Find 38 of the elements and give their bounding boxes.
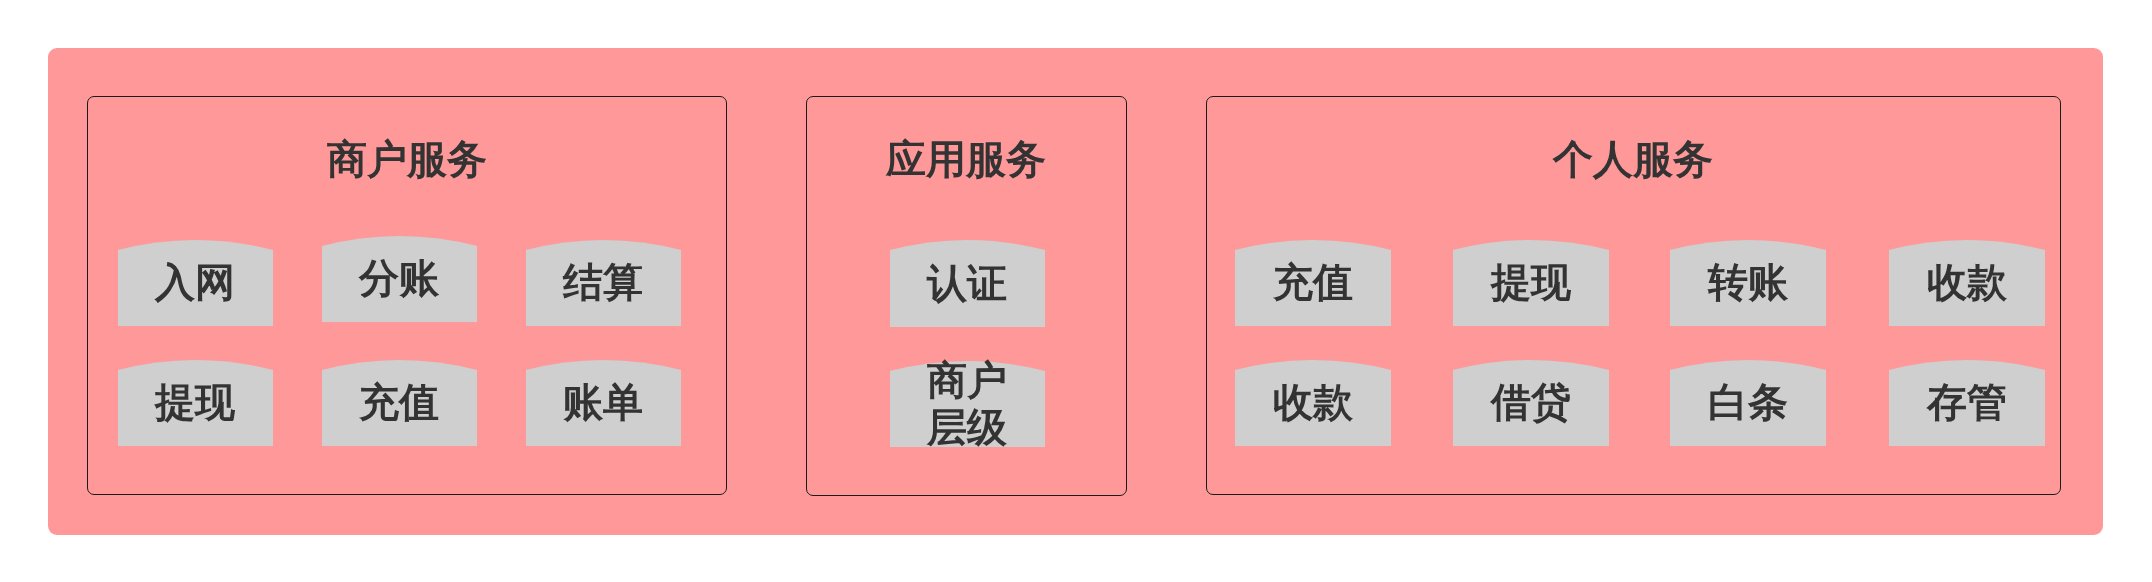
service-tile (889, 360, 1045, 447)
section-box (87, 96, 727, 495)
tile-label: 结算 (563, 259, 643, 306)
service-tile (1234, 239, 1391, 326)
tile-label: 白条 (1707, 379, 1788, 426)
service-tile (117, 239, 273, 326)
service-tile (117, 359, 273, 446)
tile-label: 分账 (359, 255, 439, 302)
tile-label: 商户层级 (926, 356, 1008, 451)
service-tile (1452, 359, 1609, 446)
section-title: 个人服务 (1553, 136, 1713, 183)
tile-label: 提现 (155, 379, 235, 426)
service-tile (1234, 359, 1391, 446)
tile-label: 转账 (1707, 259, 1788, 306)
section-title: 应用服务 (886, 136, 1046, 183)
service-tile (1452, 239, 1609, 326)
service-tile (525, 239, 681, 326)
tile-label: 提现 (1490, 259, 1571, 306)
service-tile (321, 359, 477, 446)
service-tile (1669, 239, 1826, 326)
tile-label: 入网 (155, 259, 235, 306)
service-tile (1669, 359, 1826, 446)
tile-label: 收款 (1926, 259, 2007, 306)
tile-label: 充值 (1272, 259, 1353, 306)
tile-label: 借贷 (1490, 379, 1571, 426)
service-tile (525, 359, 681, 446)
service-tile (889, 239, 1045, 327)
service-tile (1888, 359, 2045, 446)
service-tile (321, 235, 477, 322)
section-box (1206, 96, 2061, 495)
tile-label: 账单 (563, 379, 643, 426)
tile-label: 存管 (1926, 379, 2007, 426)
tile-label: 充值 (359, 379, 439, 426)
tile-label: 认证 (927, 259, 1007, 307)
tile-label: 收款 (1272, 379, 1353, 426)
section-title: 商户服务 (326, 136, 487, 183)
service-tile (1888, 239, 2045, 326)
section-box (806, 96, 1127, 496)
